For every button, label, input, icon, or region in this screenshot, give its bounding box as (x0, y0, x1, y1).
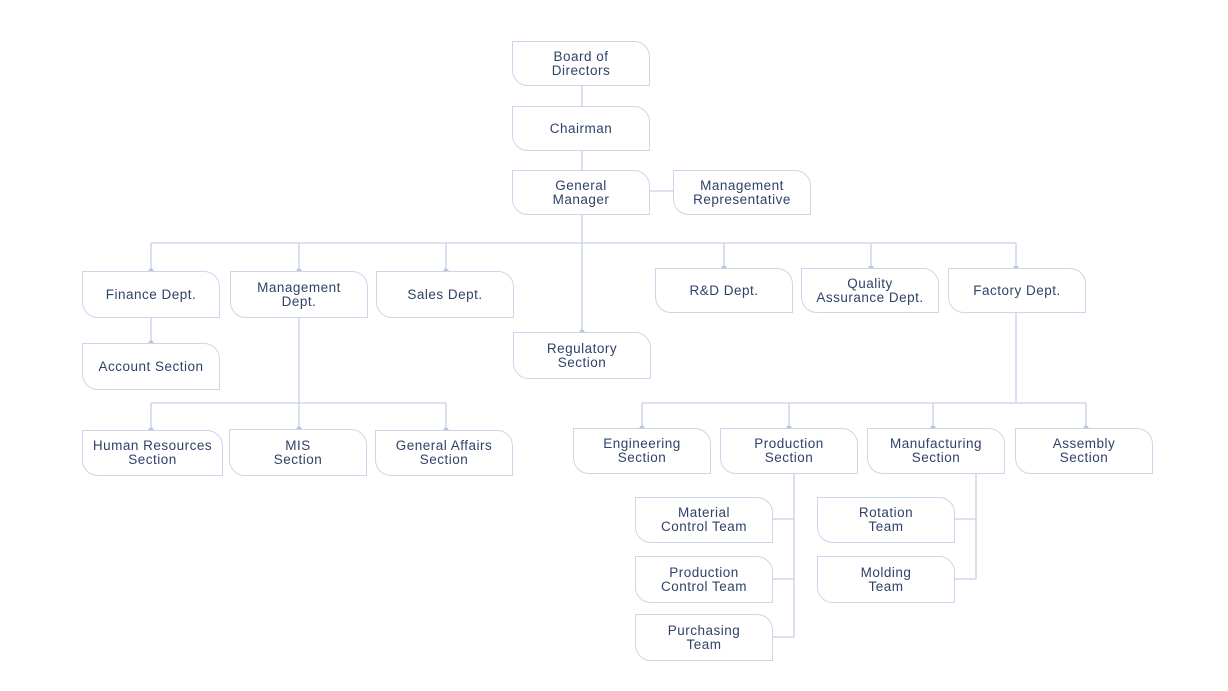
molding-team-box: Molding Team (817, 556, 955, 603)
engineering-section-box: Engineering Section (573, 428, 711, 474)
production-control-team-box: Production Control Team (635, 556, 773, 603)
general-manager-box: General Manager (512, 170, 650, 215)
account-section-box: Account Section (82, 343, 220, 390)
management-representative-box: Management Representative (673, 170, 811, 215)
sales-dept-box: Sales Dept. (376, 271, 514, 318)
assembly-section-box: Assembly Section (1015, 428, 1153, 474)
purchasing-team-box: Purchasing Team (635, 614, 773, 661)
board-of-directors-box: Board of Directors (512, 41, 650, 86)
human-resources-section-box: Human Resources Section (82, 430, 223, 476)
production-section-box: Production Section (720, 428, 858, 474)
material-control-team-box: Material Control Team (635, 497, 773, 543)
chairman-box: Chairman (512, 106, 650, 151)
finance-dept-box: Finance Dept. (82, 271, 220, 318)
quality-assurance-dept-box: Quality Assurance Dept. (801, 268, 939, 313)
manufacturing-section-box: Manufacturing Section (867, 428, 1005, 474)
regulatory-section-box: Regulatory Section (513, 332, 651, 379)
rnd-dept-box: R&D Dept. (655, 268, 793, 313)
rotation-team-box: Rotation Team (817, 497, 955, 543)
mis-section-box: MIS Section (229, 429, 367, 476)
factory-dept-box: Factory Dept. (948, 268, 1086, 313)
general-affairs-section-box: General Affairs Section (375, 430, 513, 476)
management-dept-box: Management Dept. (230, 271, 368, 318)
